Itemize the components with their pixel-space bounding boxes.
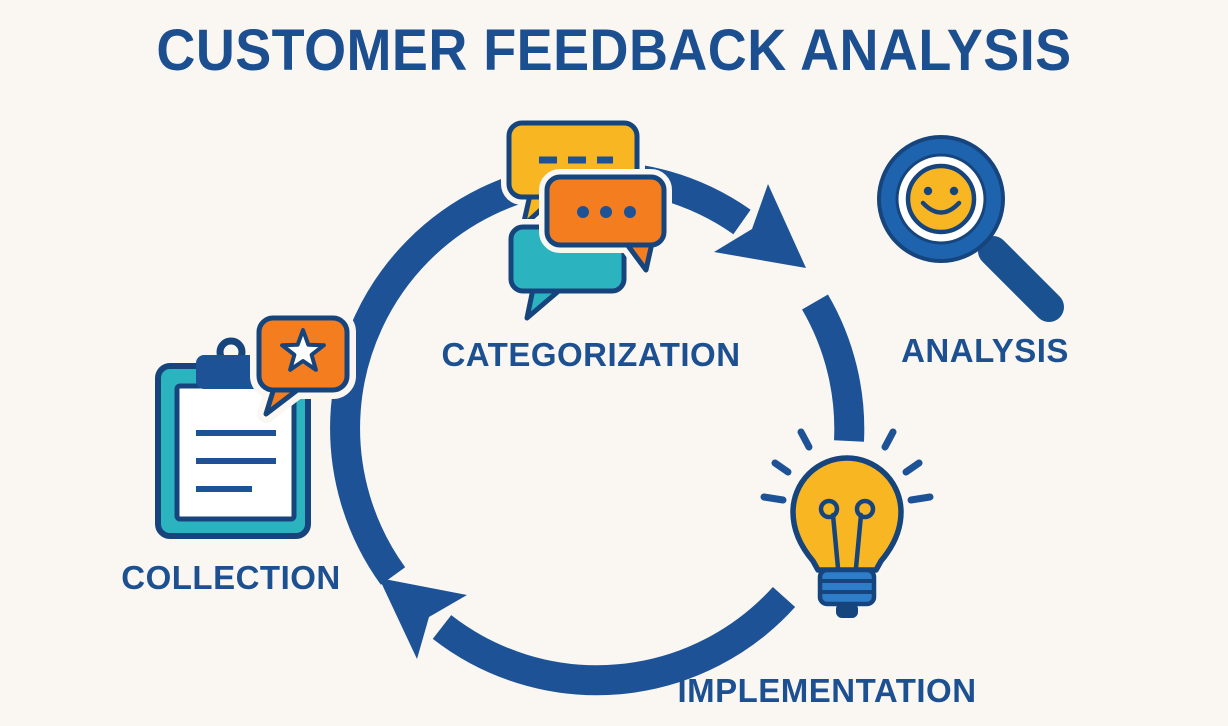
cycle-arc-bottom: [432, 586, 796, 696]
magnifier-handle: [978, 236, 1064, 322]
page-title: CUSTOMER FEEDBACK ANALYSIS: [156, 18, 1072, 83]
lightbulb-rays: [760, 428, 934, 504]
stage-label-collection: COLLECTION: [121, 559, 341, 596]
orange-bubble-dots: [577, 206, 636, 218]
bulb-base: [817, 567, 877, 607]
stage-label-categorization: CATEGORIZATION: [441, 336, 741, 373]
bulb-base-tip: [836, 603, 858, 618]
bulb-base-ridges: [820, 579, 874, 594]
stage-label-analysis: ANALYSIS: [901, 332, 1069, 369]
smiley-smile: [920, 200, 962, 215]
bulb-glass: [790, 455, 904, 573]
clip-bar: [196, 355, 266, 389]
clipboard-with-star-bubble-icon: [155, 309, 356, 539]
cycle-arrowhead-right-icon: [714, 184, 806, 268]
cycle-arc-right: [801, 294, 865, 442]
lightbulb-icon: [760, 428, 934, 618]
bulb-filament: [818, 498, 876, 571]
star-icon: [280, 328, 326, 372]
magnifier-smiley-icon: [877, 135, 1064, 322]
stage-label-implementation: IMPLEMENTATION: [677, 672, 977, 709]
smiley-eyes: [923, 186, 959, 196]
cycle-arrowhead-left-icon: [379, 578, 467, 659]
star-bubble: [256, 315, 350, 417]
paper-text-lines: [196, 430, 276, 492]
smiley-face: [905, 163, 977, 235]
chat-bubbles-icon: [501, 115, 672, 326]
